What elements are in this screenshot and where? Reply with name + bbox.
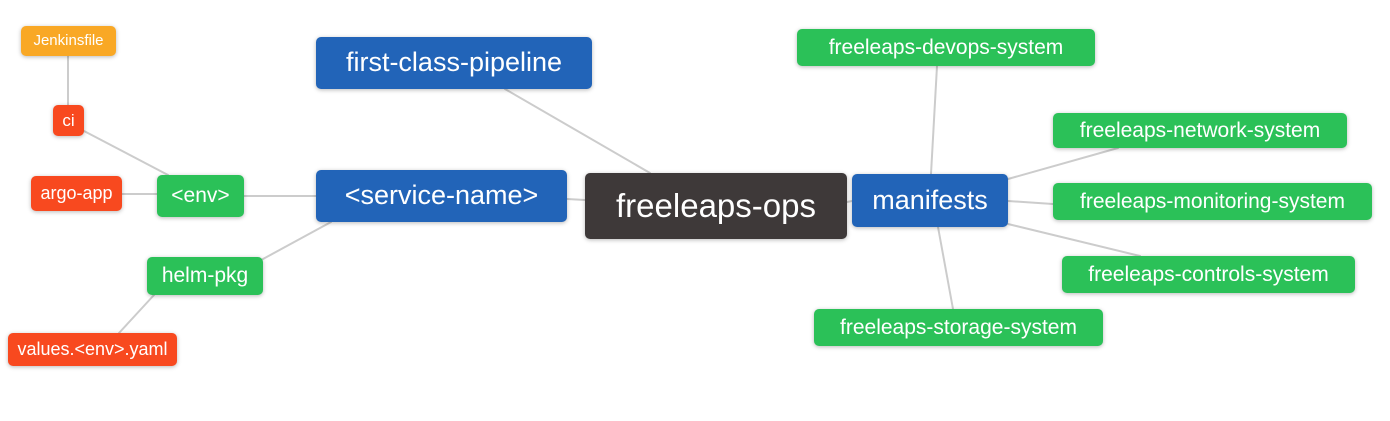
node-label-freeleaps-monitoring-system: freeleaps-monitoring-system bbox=[1080, 189, 1345, 213]
node-helm-pkg[interactable]: helm-pkg bbox=[147, 257, 263, 295]
edge-values-env-yaml-to-helm-pkg bbox=[118, 294, 155, 334]
edge-freeleaps-ops-to-manifests bbox=[846, 200, 853, 203]
node-freeleaps-storage-system[interactable]: freeleaps-storage-system bbox=[814, 309, 1103, 346]
node-freeleaps-ops[interactable]: freeleaps-ops bbox=[585, 173, 847, 239]
node-freeleaps-monitoring-system[interactable]: freeleaps-monitoring-system bbox=[1053, 183, 1372, 220]
node-label-freeleaps-network-system: freeleaps-network-system bbox=[1079, 118, 1321, 142]
node-label-helm-pkg: helm-pkg bbox=[161, 264, 249, 287]
node-label-service-name: <service-name> bbox=[344, 180, 539, 210]
node-service-name[interactable]: <service-name> bbox=[316, 170, 567, 222]
edge-service-name-to-freeleaps-ops bbox=[566, 198, 586, 201]
edge-manifests-to-freeleaps-controls-system bbox=[1007, 223, 1141, 257]
node-label-freeleaps-storage-system: freeleaps-storage-system bbox=[840, 315, 1077, 339]
node-manifests[interactable]: manifests bbox=[852, 174, 1008, 227]
node-freeleaps-controls-system[interactable]: freeleaps-controls-system bbox=[1062, 256, 1355, 293]
node-label-freeleaps-ops: freeleaps-ops bbox=[616, 187, 816, 224]
edge-ci-to-env bbox=[83, 130, 169, 176]
edge-manifests-to-freeleaps-devops-system bbox=[930, 65, 938, 175]
node-label-freeleaps-controls-system: freeleaps-controls-system bbox=[1088, 262, 1329, 286]
node-label-values-env-yaml: values.<env>.yaml bbox=[17, 339, 168, 359]
node-label-argo-app: argo-app bbox=[40, 183, 113, 203]
node-first-class-pipeline[interactable]: first-class-pipeline bbox=[316, 37, 592, 89]
node-label-freeleaps-devops-system: freeleaps-devops-system bbox=[828, 35, 1064, 59]
edge-helm-pkg-to-service-name bbox=[262, 221, 332, 260]
node-label-manifests: manifests bbox=[872, 184, 988, 215]
node-label-env: <env> bbox=[171, 184, 230, 207]
edge-first-class-pipeline-to-freeleaps-ops bbox=[504, 88, 651, 174]
node-label-ci: ci bbox=[62, 110, 75, 130]
node-jenkinsfile[interactable]: Jenkinsfile bbox=[21, 26, 116, 56]
node-label-jenkinsfile: Jenkinsfile bbox=[33, 32, 104, 49]
node-label-first-class-pipeline: first-class-pipeline bbox=[345, 47, 563, 77]
node-ci[interactable]: ci bbox=[53, 105, 84, 136]
node-values-env-yaml[interactable]: values.<env>.yaml bbox=[8, 333, 177, 366]
node-freeleaps-network-system[interactable]: freeleaps-network-system bbox=[1053, 113, 1347, 148]
edge-manifests-to-freeleaps-monitoring-system bbox=[1007, 200, 1054, 205]
node-freeleaps-devops-system[interactable]: freeleaps-devops-system bbox=[797, 29, 1095, 66]
node-argo-app[interactable]: argo-app bbox=[31, 176, 122, 211]
edge-manifests-to-freeleaps-network-system bbox=[1007, 147, 1119, 180]
node-env[interactable]: <env> bbox=[157, 175, 244, 217]
edge-manifests-to-freeleaps-storage-system bbox=[937, 226, 954, 310]
